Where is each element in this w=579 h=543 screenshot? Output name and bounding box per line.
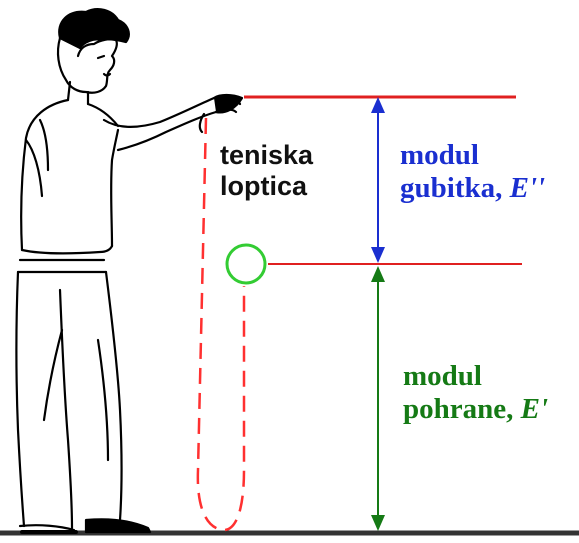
ball-label: teniska loptica [220, 140, 313, 202]
loss-modulus-arrow [371, 97, 385, 263]
storage-modulus-symbol: E' [521, 393, 548, 425]
storage-modulus-line1: modul [403, 360, 548, 393]
ball-label-line2: loptica [220, 171, 313, 202]
storage-modulus-line2: pohrane, E' [403, 393, 548, 426]
ball-label-line1: teniska [220, 140, 313, 171]
storage-modulus-arrow [371, 266, 385, 531]
loss-modulus-symbol: E'' [510, 172, 545, 204]
storage-modulus-label: modul pohrane, E' [403, 360, 548, 427]
loss-modulus-line1: modul [400, 139, 545, 172]
person-dropping-ball-icon [17, 9, 243, 532]
storage-modulus-word: pohrane, [403, 393, 513, 425]
loss-modulus-word: gubitka, [400, 172, 502, 204]
loss-modulus-label: modul gubitka, E'' [400, 139, 545, 206]
tennis-ball-icon [227, 245, 265, 283]
loss-modulus-line2: gubitka, E'' [400, 172, 545, 205]
